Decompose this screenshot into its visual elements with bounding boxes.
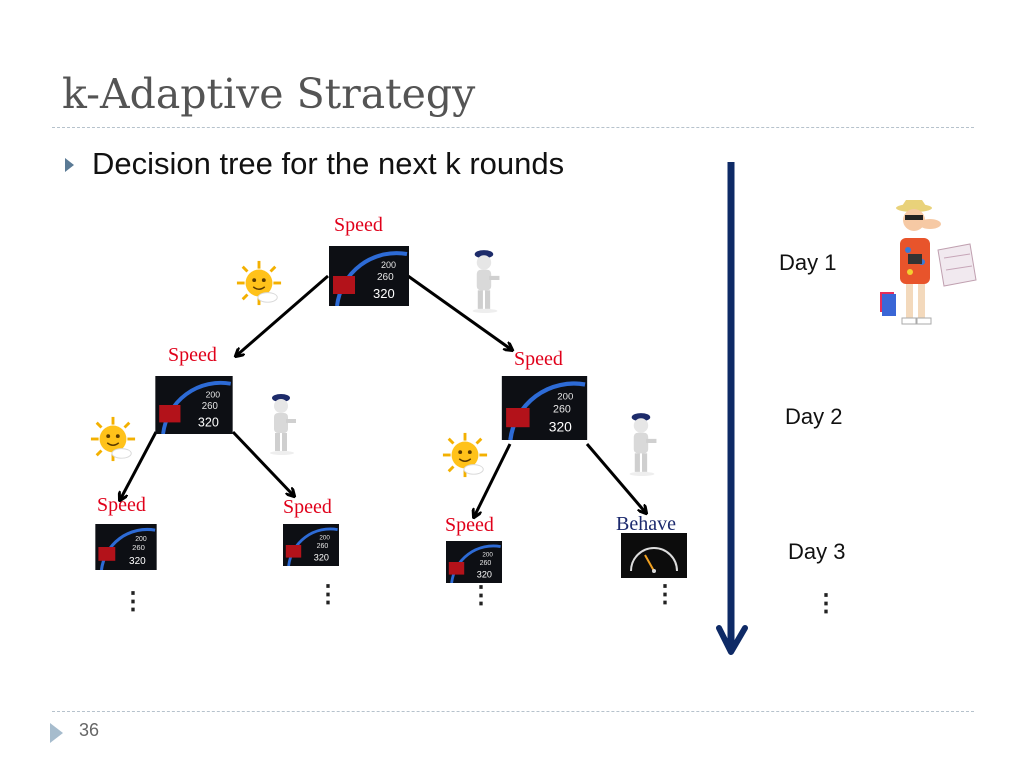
leaf-lr-label: Speed [283, 496, 332, 518]
svg-text:200: 200 [557, 391, 573, 402]
right-node-label: Speed [514, 348, 563, 370]
time-arrow [716, 162, 748, 655]
svg-text:200: 200 [135, 536, 147, 543]
police-officer-icon [472, 250, 500, 313]
day-1-label: Day 1 [779, 250, 837, 275]
edge-right-right [585, 443, 646, 513]
continuation-dots: ⋮ [814, 590, 838, 617]
slide-title: k-Adaptive Strategy [62, 70, 476, 118]
edge-right-left [474, 443, 512, 517]
svg-text:320: 320 [129, 556, 146, 567]
svg-text:260: 260 [132, 543, 145, 552]
sun-icon [90, 416, 136, 462]
edge-root-right [407, 274, 512, 350]
footer-divider [52, 711, 974, 712]
bullet-icon [65, 158, 74, 172]
speedometer-icon: 200 260 320 [95, 524, 157, 570]
leaf-rr-label: Behave [616, 513, 676, 535]
edge-root-left [236, 274, 329, 356]
sun-icon [236, 260, 282, 306]
speedometer-icon: 200 260 320 [155, 376, 233, 434]
footer-arrow-icon [50, 723, 63, 743]
svg-text:260: 260 [377, 272, 394, 283]
left-node-label: Speed [168, 344, 217, 366]
leaf-rl-label: Speed [445, 514, 494, 536]
police-officer-icon [629, 413, 657, 476]
svg-text:320: 320 [373, 286, 395, 301]
continuation-dots: ⋮ [469, 582, 493, 609]
leaf-ll-label: Speed [97, 494, 146, 516]
svg-text:260: 260 [480, 560, 492, 567]
speedometer-icon: 200 260 320 [283, 524, 339, 566]
edge-left-left [120, 431, 158, 500]
svg-text:320: 320 [198, 415, 219, 429]
continuation-dots: ⋮ [316, 581, 340, 608]
continuation-dots: ⋮ [653, 581, 677, 608]
speedometer-icon: 200 260 320 [446, 541, 502, 583]
tourist-icon [880, 200, 977, 325]
speedometer-icon: 200 260 320 [501, 376, 588, 440]
svg-text:200: 200 [381, 260, 396, 270]
sun-icon [442, 432, 488, 478]
police-officer-icon [270, 394, 296, 455]
root-label: Speed [334, 214, 383, 236]
title-divider [52, 127, 974, 128]
svg-text:260: 260 [202, 401, 218, 412]
svg-text:320: 320 [549, 418, 572, 434]
svg-text:260: 260 [553, 403, 571, 415]
svg-text:320: 320 [314, 552, 329, 562]
svg-text:200: 200 [206, 389, 221, 399]
edge-left-right [231, 430, 294, 496]
continuation-dots: ⋮ [121, 588, 145, 615]
svg-text:200: 200 [482, 551, 493, 558]
speedometer-icon: 200 260 320 [329, 246, 409, 306]
page-number: 36 [79, 720, 100, 740]
svg-text:200: 200 [319, 534, 330, 541]
day-3-label: Day 3 [788, 539, 846, 564]
bullet-text: Decision tree for the next k rounds [92, 146, 565, 181]
svg-text:320: 320 [477, 569, 492, 579]
day-2-label: Day 2 [785, 404, 843, 429]
svg-text:260: 260 [317, 543, 329, 550]
speedometer-normal-icon [621, 533, 687, 578]
